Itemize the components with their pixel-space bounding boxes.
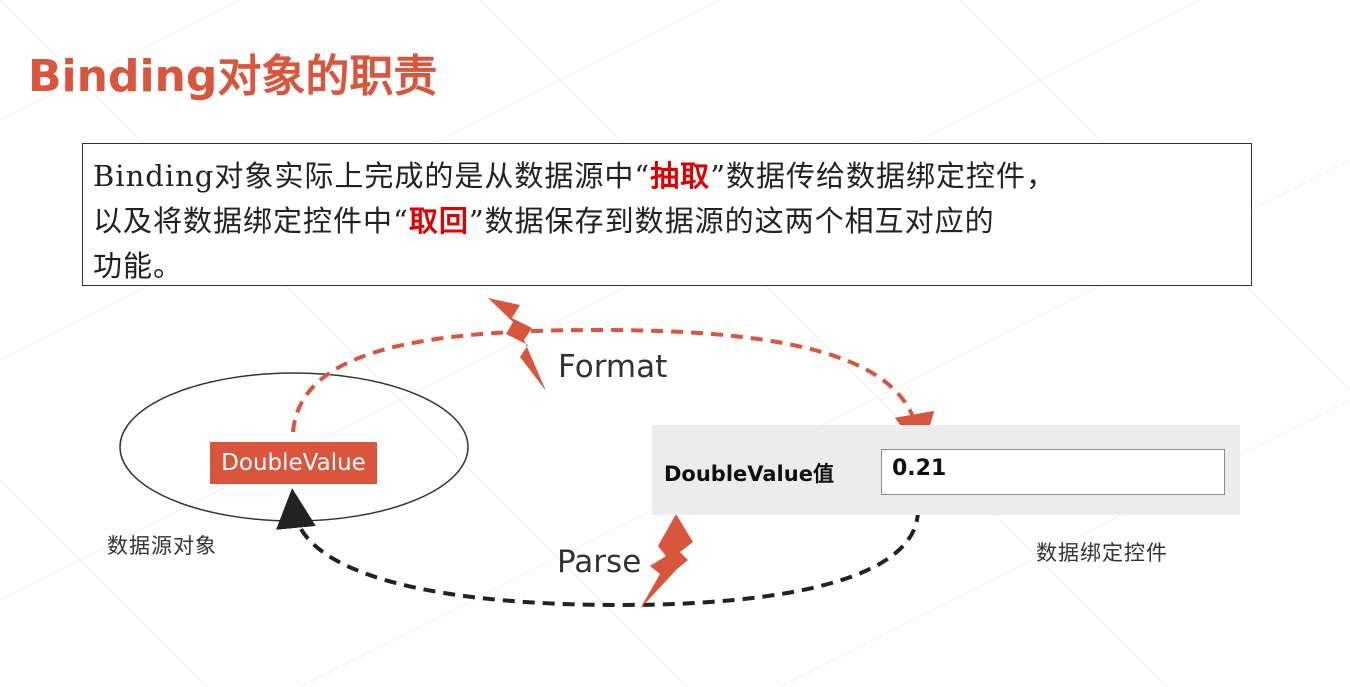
- description-text: 以及将数据绑定控件中“: [93, 204, 409, 238]
- parse-arrow: [276, 488, 920, 608]
- highlight-retrieve: 取回: [408, 204, 469, 238]
- description-line-1: Binding对象实际上完成的是从数据源中“抽取”数据传给数据绑定控件，: [93, 154, 1241, 199]
- double-value-input[interactable]: 0.21: [881, 449, 1225, 495]
- format-arrow: [291, 327, 935, 454]
- parse-label: Parse: [557, 544, 642, 580]
- data-source-label: 数据源对象: [107, 534, 217, 558]
- page-title: Binding对象的职责: [28, 51, 438, 102]
- highlight-extract: 抽取: [650, 159, 711, 193]
- lightning-bolt-icon: [640, 514, 693, 609]
- bound-control-panel: DoubleValue值 0.21: [652, 425, 1240, 515]
- description-line-3: 功能。: [93, 249, 184, 283]
- description-text: ”数据保存到数据源的这两个相互对应的: [468, 204, 995, 238]
- format-label: Format: [558, 349, 668, 385]
- description-text: ”数据传给数据绑定控件，: [710, 159, 1057, 193]
- control-field-label: DoubleValue值: [664, 462, 834, 486]
- description-box: Binding对象实际上完成的是从数据源中“抽取”数据传给数据绑定控件， 以及将…: [82, 143, 1252, 286]
- description-line-2: 以及将数据绑定控件中“取回”数据保存到数据源的这两个相互对应的: [93, 199, 1241, 244]
- lightning-bolt-icon: [488, 298, 546, 391]
- description-text: Binding对象实际上完成的是从数据源中“: [93, 159, 651, 193]
- source-property-chip: DoubleValue: [210, 442, 377, 484]
- bound-control-label: 数据绑定控件: [1036, 541, 1168, 565]
